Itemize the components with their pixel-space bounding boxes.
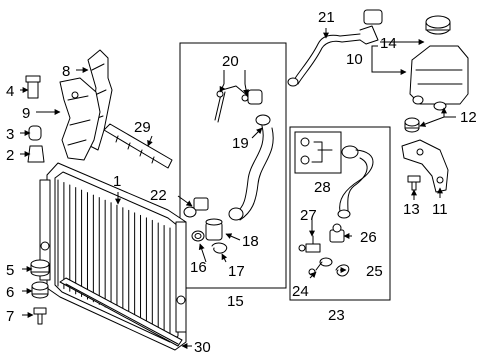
callout-6: 6	[6, 284, 14, 301]
mount-bushing	[27, 145, 45, 163]
lower-air-guide	[59, 277, 183, 347]
reservoir-bracket	[401, 139, 449, 193]
callout-5: 5	[6, 262, 14, 279]
callout-25: 25	[366, 263, 383, 280]
callout-7: 7	[6, 308, 14, 325]
callout-24: 24	[292, 283, 309, 300]
hose-joint-18	[205, 218, 223, 241]
mount-bracket	[25, 75, 41, 99]
hose-group-box-15	[179, 42, 287, 289]
callout-3: 3	[6, 126, 14, 143]
fitting-26	[329, 223, 345, 243]
clamp-19	[255, 114, 271, 126]
radiator-fins	[57, 179, 171, 337]
bleeder-fitting-22	[183, 197, 209, 218]
callout-17: 17	[228, 263, 245, 280]
clip-17	[211, 242, 228, 254]
reservoir-cap	[425, 15, 451, 35]
callout-28: 28	[314, 179, 331, 196]
callout-16: 16	[190, 259, 207, 276]
mount-bolt	[33, 307, 47, 325]
radiator	[39, 162, 187, 351]
bracket-bolt	[407, 175, 421, 191]
callout-8: 8	[62, 63, 70, 80]
callout-26: 26	[360, 229, 377, 246]
clamp-kit-box-28	[294, 131, 342, 174]
callout-21: 21	[318, 9, 335, 26]
callout-14: 14	[380, 35, 397, 52]
tee-fitting-27	[298, 235, 321, 253]
leader-lines	[20, 28, 456, 349]
callout-29: 29	[134, 119, 151, 136]
callout-23: 23	[328, 307, 345, 324]
radiator-hose-upper	[228, 125, 274, 221]
hose-connector-20	[214, 85, 263, 123]
hose-24	[308, 257, 333, 276]
callout-9: 9	[22, 105, 30, 122]
callout-20: 20	[222, 53, 239, 70]
callout-1: 1	[113, 173, 121, 190]
coolant-reservoir	[409, 45, 469, 111]
mount-bushing-upper	[28, 125, 42, 141]
clamp-kit	[300, 137, 333, 165]
hose-group-box-23	[289, 126, 391, 301]
clip-25	[335, 264, 350, 277]
callout-13: 13	[403, 201, 420, 218]
callout-2: 2	[6, 147, 14, 164]
callout-15: 15	[227, 293, 244, 310]
callout-11: 11	[432, 201, 448, 218]
lower-mount	[31, 281, 49, 299]
air-deflector-lower	[59, 77, 101, 161]
callout-12: 12	[460, 109, 477, 126]
callout-18: 18	[242, 233, 259, 250]
callout-19: 19	[232, 135, 249, 152]
seal-strip	[103, 123, 173, 169]
reservoir-hose-21	[287, 9, 383, 87]
callout-4: 4	[6, 83, 14, 100]
callout-10: 10	[346, 51, 363, 68]
o-ring-16	[191, 230, 205, 242]
lower-insulator	[30, 259, 50, 277]
callout-22: 22	[150, 187, 167, 204]
callout-30: 30	[194, 339, 211, 356]
reservoir-grommet	[404, 117, 420, 133]
overflow-hose	[337, 145, 374, 219]
callout-27: 27	[300, 207, 317, 224]
